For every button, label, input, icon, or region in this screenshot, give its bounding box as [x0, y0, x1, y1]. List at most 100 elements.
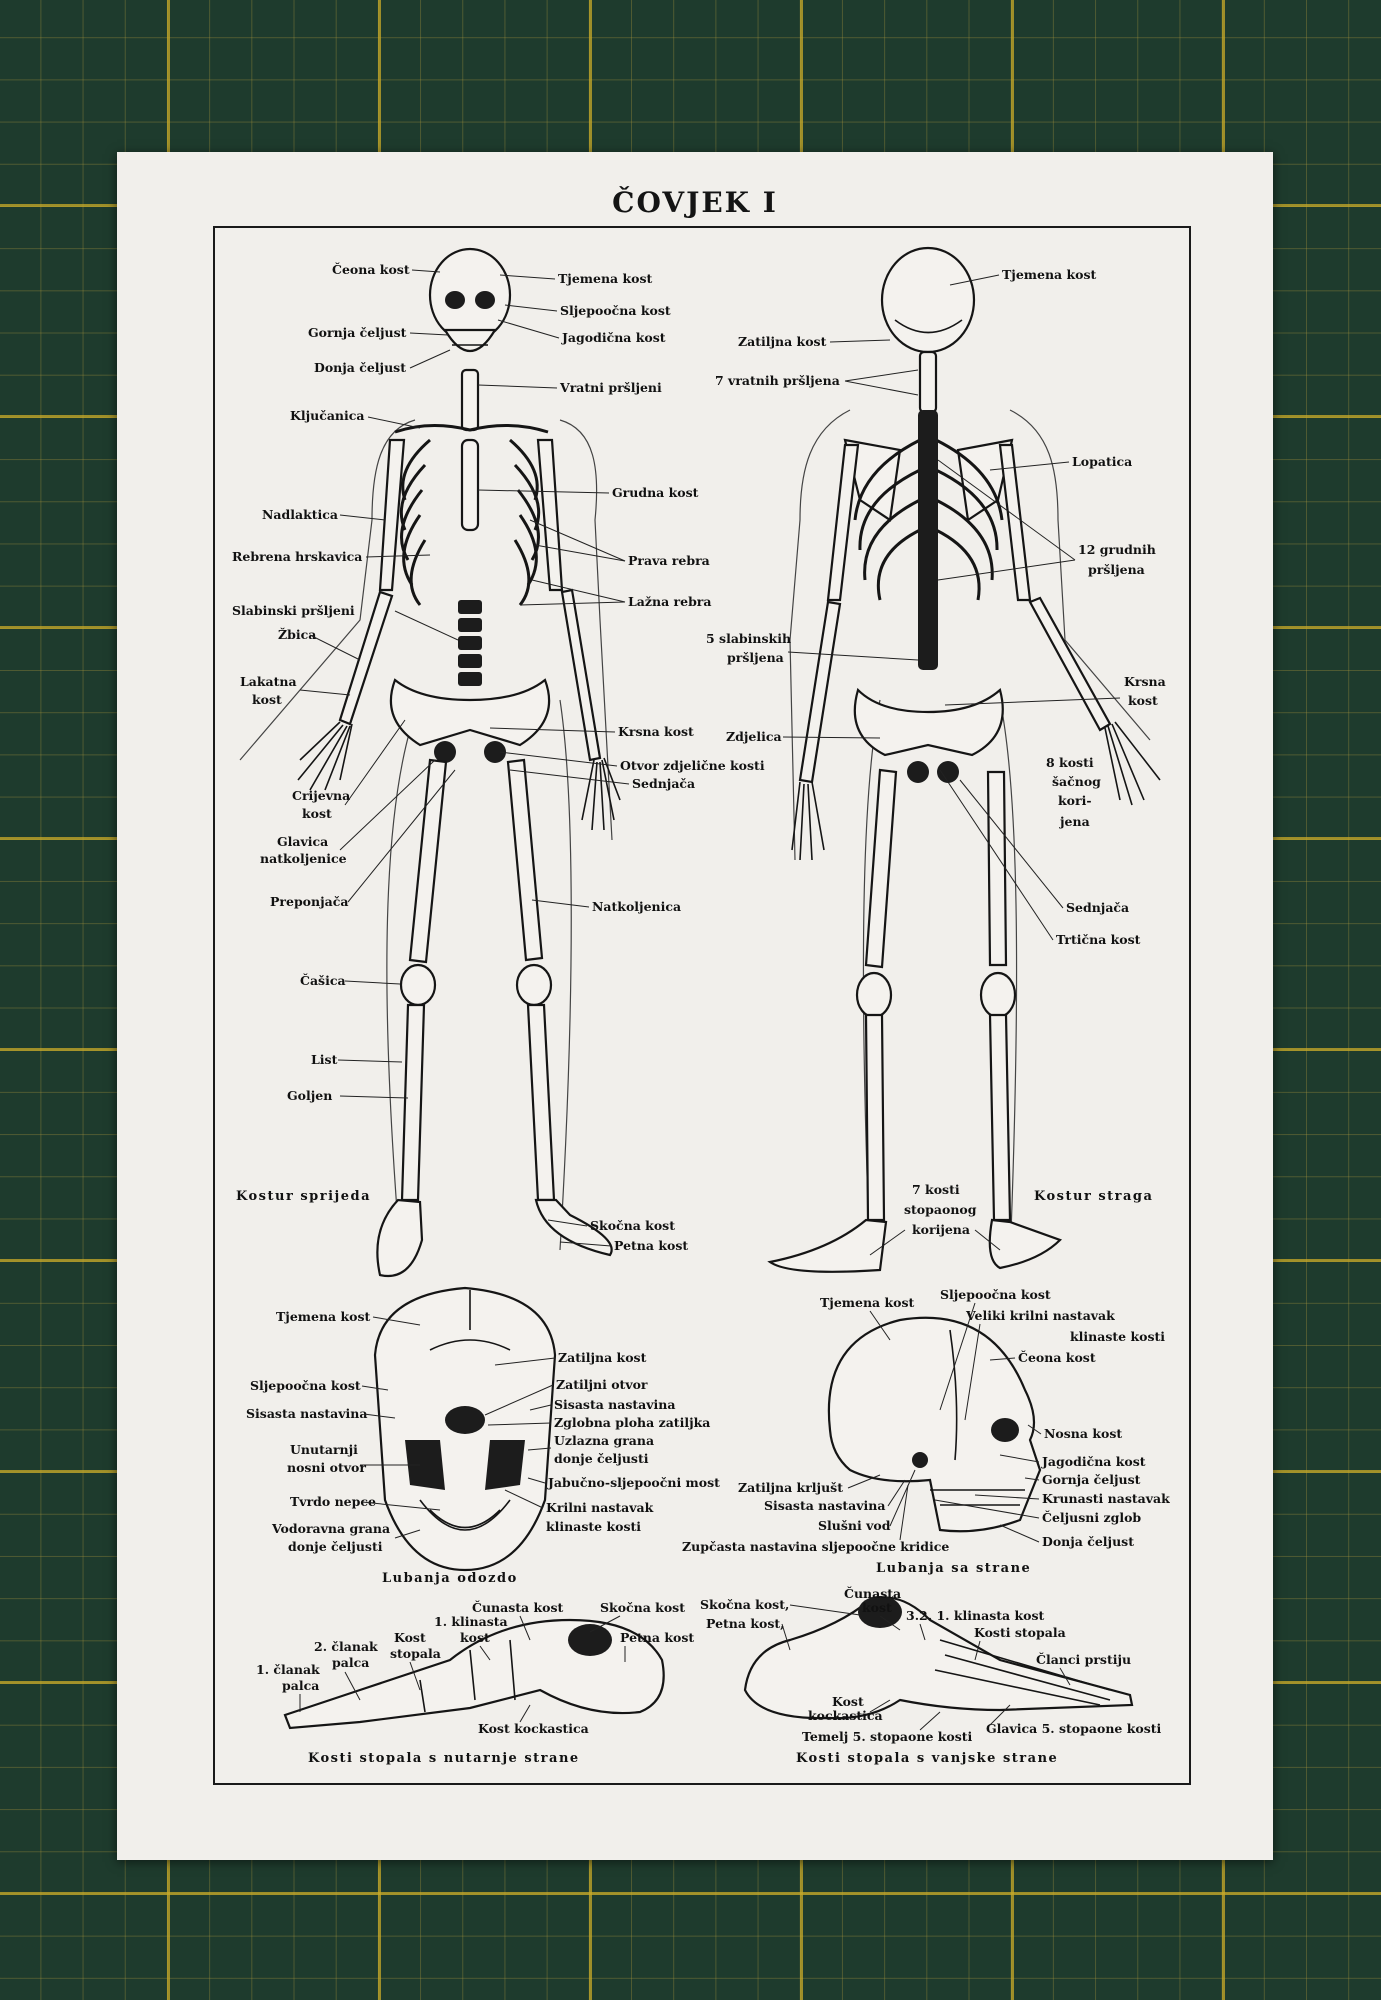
label-ss-sljepoocna-kost: Sljepoočna kost: [940, 1287, 1051, 1302]
plate-frame: [213, 226, 1191, 1785]
label-sacnog: šačnog: [1052, 774, 1101, 789]
skull-below-drawing: [373, 1286, 557, 1572]
anatomy-plate-sheet: ČOVJEK I: [117, 152, 1273, 1860]
label-crijevna-kost: kost: [302, 806, 332, 821]
label-ss-celjusni-zglob: Čeljusni zglob: [1042, 1509, 1141, 1525]
label-petna-kost: Petna kost: [614, 1238, 688, 1253]
label-fo-kockastica: kockastica: [808, 1708, 883, 1723]
label-jagodicna-kost: Jagodična kost: [561, 330, 666, 345]
label-5-slabinskih: 5 slabinskih: [706, 631, 791, 646]
label-sb-sisasta-nastavina: Sisasta nastavina: [246, 1406, 367, 1421]
label-donja-celjust: Donja čeljust: [314, 360, 406, 375]
label-lakatna-kost: kost: [252, 692, 282, 707]
caption-foot-outer: Kosti stopala s vanjske strane: [796, 1751, 1058, 1766]
label-natkoljenice: natkoljenice: [260, 851, 347, 866]
label-otvor-zdjelicne-kosti: Otvor zdjelične kosti: [620, 758, 765, 773]
label-crijevna: Crijevna: [292, 788, 350, 803]
label-casica: Čašica: [300, 972, 346, 988]
label-trticna-kost: Trtična kost: [1056, 932, 1141, 947]
label-fo-klinasta-kost: 3.2. 1. klinasta kost: [906, 1608, 1044, 1623]
label-sb-vodoravna-donje: donje čeljusti: [288, 1539, 383, 1554]
label-ceona-kost: Čeona kost: [332, 261, 410, 277]
label-lazna-rebra: Lažna rebra: [628, 594, 712, 609]
label-sb-nosni-otvor: nosni otvor: [287, 1460, 366, 1475]
label-ss-nosna-kost: Nosna kost: [1044, 1426, 1122, 1441]
label-sb-vodoravna-grana: Vodoravna grana: [271, 1521, 390, 1536]
label-fo-kosti-stopala: Kosti stopala: [974, 1625, 1066, 1640]
label-fi-kost-kockastica: Kost kockastica: [478, 1721, 589, 1736]
label-ss-zatiljna-krljust: Zatiljna krljušt: [738, 1480, 843, 1495]
label-fi-2-clanak: 2. članak: [314, 1639, 378, 1654]
label-fi-skocna-kost: Skočna kost: [600, 1600, 685, 1615]
label-ss-gornja-celjust: Gornja čeljust: [1042, 1472, 1141, 1487]
label-fo-glavica: Glavica 5. stopaone kosti: [986, 1721, 1162, 1736]
label-sb-uzlazna-grana: Uzlazna grana: [554, 1433, 654, 1448]
caption-kostur-sprijeda: Kostur sprijeda: [236, 1189, 371, 1204]
label-sb-krilni-nastavak: Krilni nastavak: [546, 1500, 654, 1515]
label-5-slabinskih-prsljena: pršljena: [727, 650, 784, 665]
label-fi-1-palca: palca: [282, 1678, 319, 1693]
plate-title: ČOVJEK I: [612, 186, 778, 219]
label-nadlaktica: Nadlaktica: [262, 507, 338, 522]
label-sb-jabucno-sljepoocni: Jabučno-sljepoočni most: [547, 1475, 720, 1490]
label-fi-cunasta-kost: Čunasta kost: [472, 1599, 564, 1615]
label-tjemena-kost: Tjemena kost: [558, 271, 653, 286]
label-sb-zatiljna-kost: Zatiljna kost: [558, 1350, 647, 1365]
label-fo-cunasta-kost: kost: [862, 1600, 892, 1615]
label-sb-sljepoocna-kost: Sljepoočna kost: [250, 1378, 361, 1393]
label-list: List: [311, 1052, 338, 1067]
label-sb-sisasta-nastavina-r: Sisasta nastavina: [554, 1397, 675, 1412]
label-vratni-prsljeni: Vratni pršljeni: [559, 380, 662, 395]
label-sb-tvrdo-nepce: Tvrdo nepce: [290, 1494, 376, 1509]
label-back-zatiljna-kost: Zatiljna kost: [738, 334, 827, 349]
foot-inner-labels: Čunasta kost 1. klinasta kost Skočna kos…: [256, 1599, 694, 1766]
label-glavica: Glavica: [277, 834, 328, 849]
label-korijena: korijena: [912, 1222, 970, 1237]
foot-outer-labels: Čunasta kost Skočna kost, Petna kost, 3.…: [700, 1585, 1162, 1766]
label-preponjaca: Preponjača: [270, 894, 348, 909]
label-sb-tjemena-kost: Tjemena kost: [276, 1309, 371, 1324]
label-goljen: Goljen: [287, 1088, 332, 1103]
label-slabinski-prsljeni: Slabinski pršljeni: [232, 603, 355, 618]
caption-lubanja-odozdo: Lubanja odozdo: [382, 1571, 518, 1586]
label-7-kosti: 7 kosti: [912, 1182, 960, 1197]
label-fi-kost: Kost: [394, 1630, 426, 1645]
label-ss-tjemena-kost: Tjemena kost: [820, 1295, 915, 1310]
label-fo-clanci-prstiju: Članci prstiju: [1036, 1651, 1131, 1667]
label-rebrena-hrskavica: Rebrena hrskavica: [232, 549, 362, 564]
label-fi-1-klinasta: 1. klinasta: [434, 1614, 508, 1629]
label-ss-ceona-kost: Čeona kost: [1018, 1349, 1096, 1365]
label-fo-kost: Kost: [832, 1694, 864, 1709]
label-ss-zupcasta-nastavina: Zupčasta nastavina sljepoočne kridice: [682, 1539, 949, 1554]
label-skocna-kost: Skočna kost: [590, 1218, 675, 1233]
label-sb-unutarnji: Unutarnji: [290, 1442, 358, 1457]
label-12-grudnih: 12 grudnih: [1078, 542, 1156, 557]
label-fo-petna-kost: Petna kost,: [706, 1616, 785, 1631]
label-ss-klinaste-kosti: klinaste kosti: [1070, 1329, 1165, 1344]
label-kori: kori-: [1058, 793, 1092, 808]
label-prava-rebra: Prava rebra: [628, 553, 710, 568]
label-fi-1-clanak: 1. članak: [256, 1662, 320, 1677]
back-skeleton-drawing: [767, 246, 1161, 1273]
label-sednjaca: Sednjača: [632, 776, 695, 791]
caption-kostur-straga: Kostur straga: [1034, 1189, 1153, 1204]
label-lopatica: Lopatica: [1072, 454, 1132, 469]
label-stopaonog: stopaonog: [904, 1202, 977, 1217]
label-fo-cunasta: Čunasta: [844, 1585, 901, 1601]
label-grudna-kost: Grudna kost: [612, 485, 699, 500]
label-sb-zglobna-ploha: Zglobna ploha zatiljka: [554, 1415, 710, 1430]
label-8-kosti: 8 kosti: [1046, 755, 1094, 770]
label-zbica: Žbica: [278, 627, 316, 642]
foot-inner-drawing: [283, 1618, 665, 1730]
front-skeleton-drawing: [239, 247, 621, 1278]
label-fi-petna-kost: Petna kost: [620, 1630, 694, 1645]
label-sb-uzlazna-donje: donje čeljusti: [554, 1451, 649, 1466]
label-gornja-celjust: Gornja čeljust: [308, 325, 407, 340]
label-ss-slusni-vod: Slušni vod: [818, 1518, 891, 1533]
label-ss-krunasti-nastavak: Krunasti nastavak: [1042, 1491, 1170, 1506]
label-12-grudnih-prsljena: pršljena: [1088, 562, 1145, 577]
skull-side-labels: Tjemena kost Sljepoočna kost Veliki kril…: [682, 1287, 1170, 1576]
label-sb-zatiljni-otvor: Zatiljni otvor: [556, 1377, 648, 1392]
label-krsna-kost: Krsna kost: [618, 724, 694, 739]
label-kljucanica: Ključanica: [290, 408, 364, 423]
